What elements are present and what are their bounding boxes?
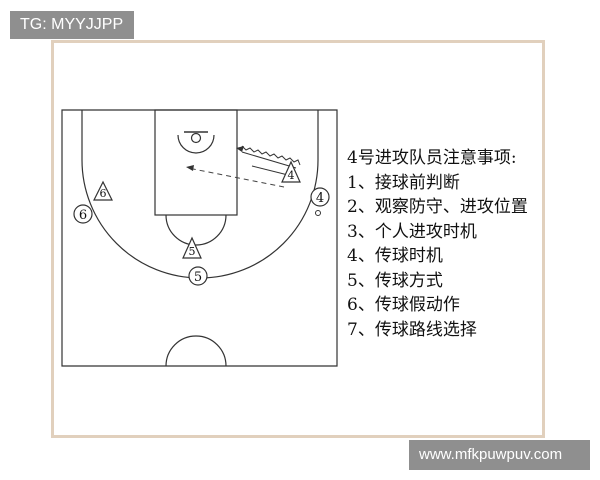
player-4-triangle-label: 4: [288, 169, 295, 182]
player-5-triangle: [182, 236, 202, 259]
free-throw-lane: [154, 109, 238, 216]
note-item: 4、传球时机: [347, 246, 443, 266]
player-6-triangle-label: 6: [100, 187, 107, 200]
dribble-line: [241, 145, 301, 166]
dribble-lane-upper: [241, 151, 297, 169]
bottom-watermark-tag: www.mfkpuwpuv.com: [409, 440, 590, 470]
free-throw-circle: [165, 214, 227, 246]
court-outline: [61, 109, 338, 367]
note-item: 3、个人进攻时机: [347, 221, 477, 242]
note-item: 5、传球方式: [347, 270, 443, 291]
dribble-arrowhead: [236, 146, 244, 152]
note-item: 7、传球路线选择: [347, 319, 477, 340]
top-watermark-tag: TG: MYYJJPP: [10, 11, 134, 39]
restricted-arc: [177, 134, 215, 154]
note-item: 2、观察防守、进攻位置: [347, 197, 528, 217]
notes-panel: 4号进攻队员注意事项: 1、接球前判断 2、观察防守、进攻位置 3、个人进攻时机…: [347, 146, 528, 342]
ball-marker: [315, 210, 321, 216]
player-5-circle: [188, 266, 208, 286]
diagram-frame: [51, 40, 545, 438]
pass-line: [187, 167, 285, 188]
player-4-triangle: [281, 160, 301, 183]
player-6-circle: [73, 204, 93, 224]
pass-arrowhead: [186, 165, 194, 171]
rim: [190, 132, 202, 144]
player-4-circle-label: 4: [316, 191, 324, 206]
player-5-circle-label: 5: [194, 270, 202, 285]
center-circle: [165, 335, 227, 367]
note-item: 6、传球假动作: [347, 295, 460, 315]
player-5-triangle-label: 5: [189, 245, 196, 258]
notes-title: 4号进攻队员注意事项:: [347, 148, 517, 168]
player-6-triangle: [93, 180, 113, 201]
note-item: 1、接球前判断: [347, 172, 460, 193]
player-4-circle: [310, 187, 330, 207]
player-6-circle-label: 6: [79, 208, 87, 223]
dribble-lane-lower: [251, 165, 289, 176]
